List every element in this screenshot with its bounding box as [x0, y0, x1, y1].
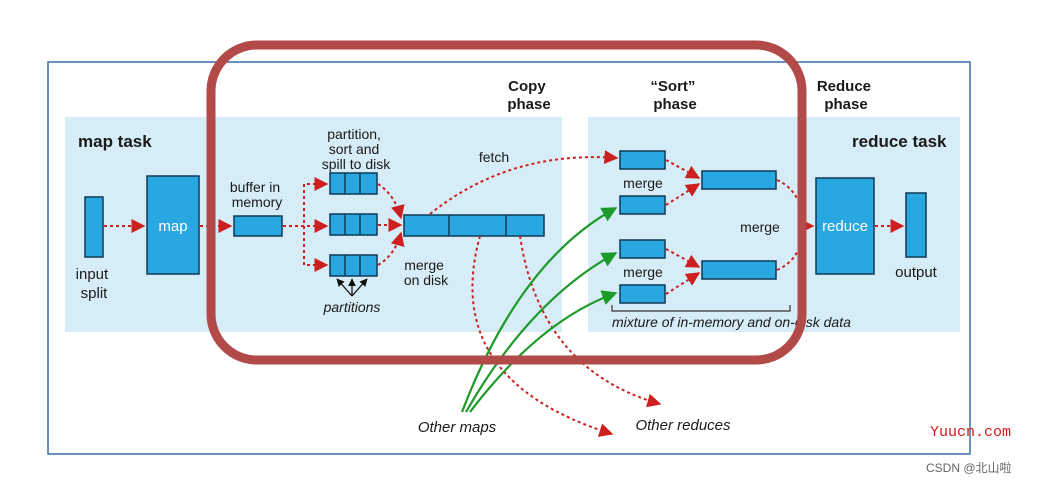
output-box: [905, 192, 927, 258]
credit-watermark: CSDN @北山啦: [926, 460, 1012, 475]
map-box: [146, 175, 200, 275]
spill-file-2: [329, 213, 378, 236]
fetched-segment-3: [619, 239, 666, 259]
partitions-pointers: [336, 278, 368, 297]
reduce-box: [815, 177, 875, 275]
mixture-bracket: [611, 305, 791, 312]
highlight-shuffle-region: [206, 40, 807, 365]
spill-label: partition, sort and spill to disk: [322, 126, 391, 172]
fetch-label: fetch: [479, 149, 509, 165]
reduce-label: reduce: [822, 218, 868, 235]
map-task-title: map task: [78, 132, 152, 151]
reduce-phase-label: Reduce phase: [817, 78, 875, 113]
merge-bottom-label: merge: [623, 264, 663, 280]
merge-on-disk-label: merge on disk: [404, 257, 449, 288]
fetched-segment-2: [619, 195, 666, 215]
spill-file-3: [329, 254, 378, 277]
other-maps-arrows: [460, 207, 618, 413]
site-watermark: Yuucn.com: [930, 424, 1011, 441]
partitions-label: partitions: [323, 299, 381, 315]
buffer-box: [233, 215, 283, 237]
output-label: output: [895, 264, 938, 281]
other-maps-label: Other maps: [418, 419, 497, 436]
reduce-task-title: reduce task: [852, 132, 947, 151]
buffer-label: buffer in memory: [230, 179, 284, 210]
fetched-segment-4: [619, 284, 666, 304]
merged-map-output: [403, 214, 545, 237]
merge-top-label: merge: [623, 175, 663, 191]
map-side-arrows: [104, 177, 405, 272]
fetched-segment-1: [619, 150, 666, 170]
mixture-label: mixture of in-memory and on-disk data: [612, 314, 851, 330]
input-split-box: [84, 196, 104, 258]
copy-phase-label: Copy phase: [507, 78, 550, 113]
spill-file-1: [329, 172, 378, 195]
sort-phase-label: “Sort” phase: [650, 78, 699, 113]
other-reduces-label: Other reduces: [635, 417, 731, 434]
merged-segment-top: [701, 170, 777, 190]
input-split-label: input split: [76, 266, 113, 302]
merged-segment-bottom: [701, 260, 777, 280]
outer-frame: [47, 61, 971, 455]
map-label: map: [158, 218, 187, 235]
merge-mid-label: merge: [740, 219, 780, 235]
